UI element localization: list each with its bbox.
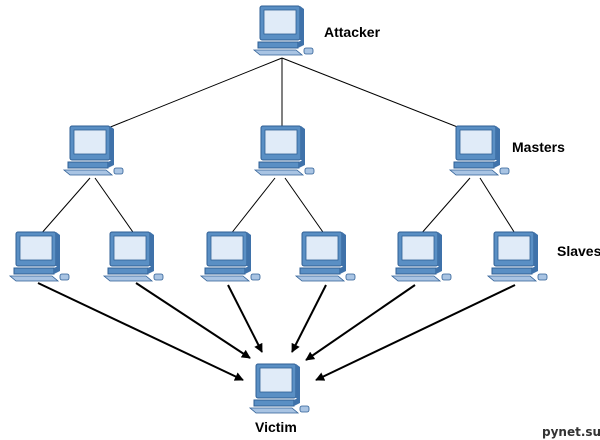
link-master2-slave3 xyxy=(229,177,276,236)
arrow-slave4-victim xyxy=(291,284,327,353)
computer-icon xyxy=(103,231,164,282)
slave-nodes xyxy=(9,231,548,282)
attacker-node xyxy=(253,5,314,56)
link-master2-slave4 xyxy=(284,177,326,236)
attacker-label: Attacker xyxy=(324,24,381,40)
computer-icon xyxy=(63,125,124,176)
computer-icon xyxy=(449,125,510,176)
arrow-slave5-victim xyxy=(305,284,416,361)
masters-to-slaves-links xyxy=(39,177,517,236)
computer-icon xyxy=(9,231,70,282)
computer-icon xyxy=(200,231,261,282)
computer-icon xyxy=(253,5,314,56)
masters-label: Masters xyxy=(512,139,565,155)
victim-label: Victim xyxy=(255,419,297,435)
computer-icon xyxy=(249,363,310,414)
computer-icon xyxy=(295,231,356,282)
arrow-slave1-victim xyxy=(37,282,244,381)
computer-icon xyxy=(254,125,315,176)
watermark: pynet.su xyxy=(542,425,600,439)
attacker-to-masters-links xyxy=(107,57,461,129)
master-nodes xyxy=(63,125,510,176)
link-master3-slave6 xyxy=(479,177,517,236)
link-master3-slave5 xyxy=(419,177,471,236)
computer-icon xyxy=(391,231,452,282)
link-attacker-master-1 xyxy=(107,57,283,129)
slaves-to-victim-arrows xyxy=(37,282,516,381)
slaves-label: Slaves xyxy=(557,243,600,259)
arrow-slave3-victim xyxy=(227,284,263,353)
link-master1-slave2 xyxy=(94,177,136,236)
computer-icon xyxy=(487,231,548,282)
link-master1-slave1 xyxy=(39,177,91,236)
arrow-slave6-victim xyxy=(315,284,516,381)
arrow-slave2-victim xyxy=(135,282,251,359)
victim-node xyxy=(249,363,310,414)
link-attacker-master-3 xyxy=(281,57,461,129)
